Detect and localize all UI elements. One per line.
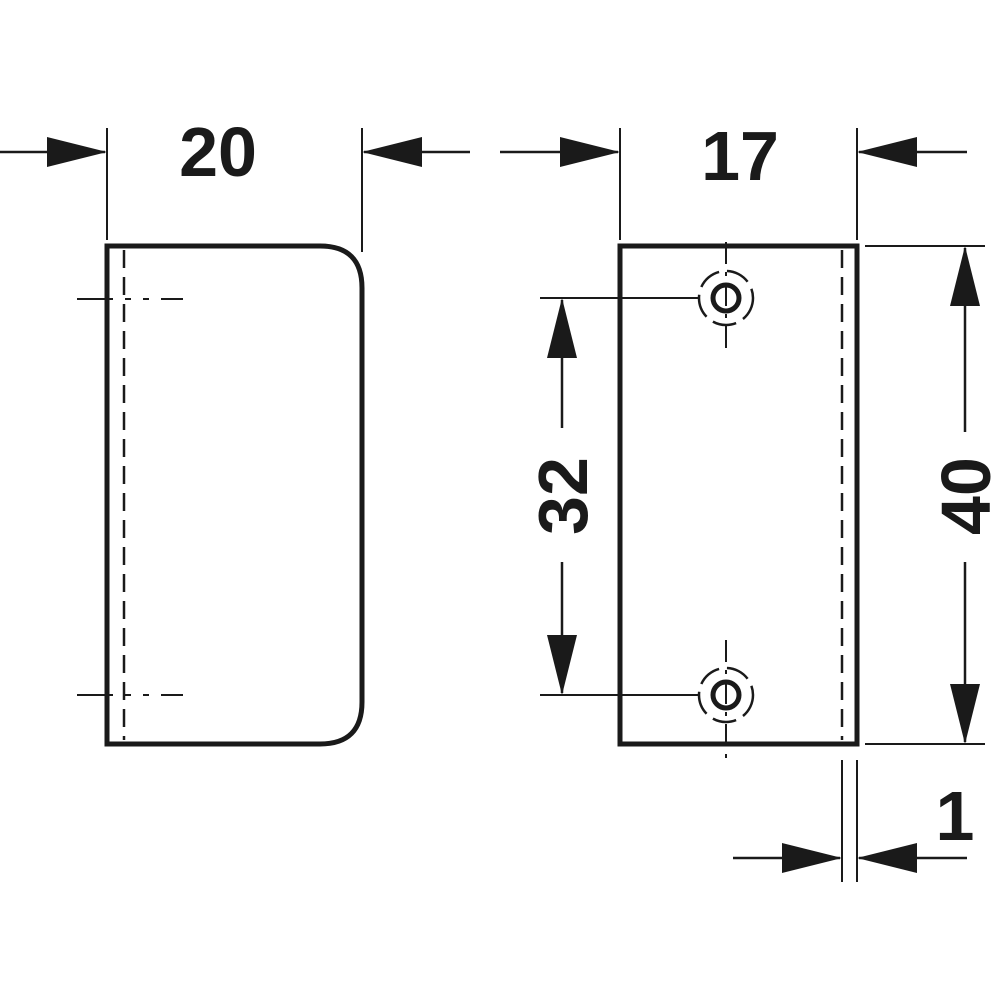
dimension-label-side-width: 20 <box>179 113 257 191</box>
dimension-hole-spacing <box>540 297 700 696</box>
dimension-label-front-width: 17 <box>701 117 779 195</box>
dimension-label-height: 40 <box>927 457 1000 535</box>
front-view-outline <box>617 243 860 747</box>
front-view <box>617 242 860 758</box>
screw-hole-top <box>697 242 755 352</box>
dimension-offset <box>733 760 967 882</box>
side-view <box>77 243 365 747</box>
dimension-height <box>865 245 985 745</box>
screw-hole-bottom-bore <box>710 679 742 711</box>
screw-hole-bottom <box>697 640 755 758</box>
side-view-outline <box>104 243 365 747</box>
dimension-front-width <box>500 128 967 240</box>
dimension-label-offset: 1 <box>936 777 975 855</box>
screw-hole-top-bore <box>710 282 742 314</box>
dimension-label-hole-spacing: 32 <box>524 457 602 535</box>
dimension-side-width <box>0 128 470 252</box>
